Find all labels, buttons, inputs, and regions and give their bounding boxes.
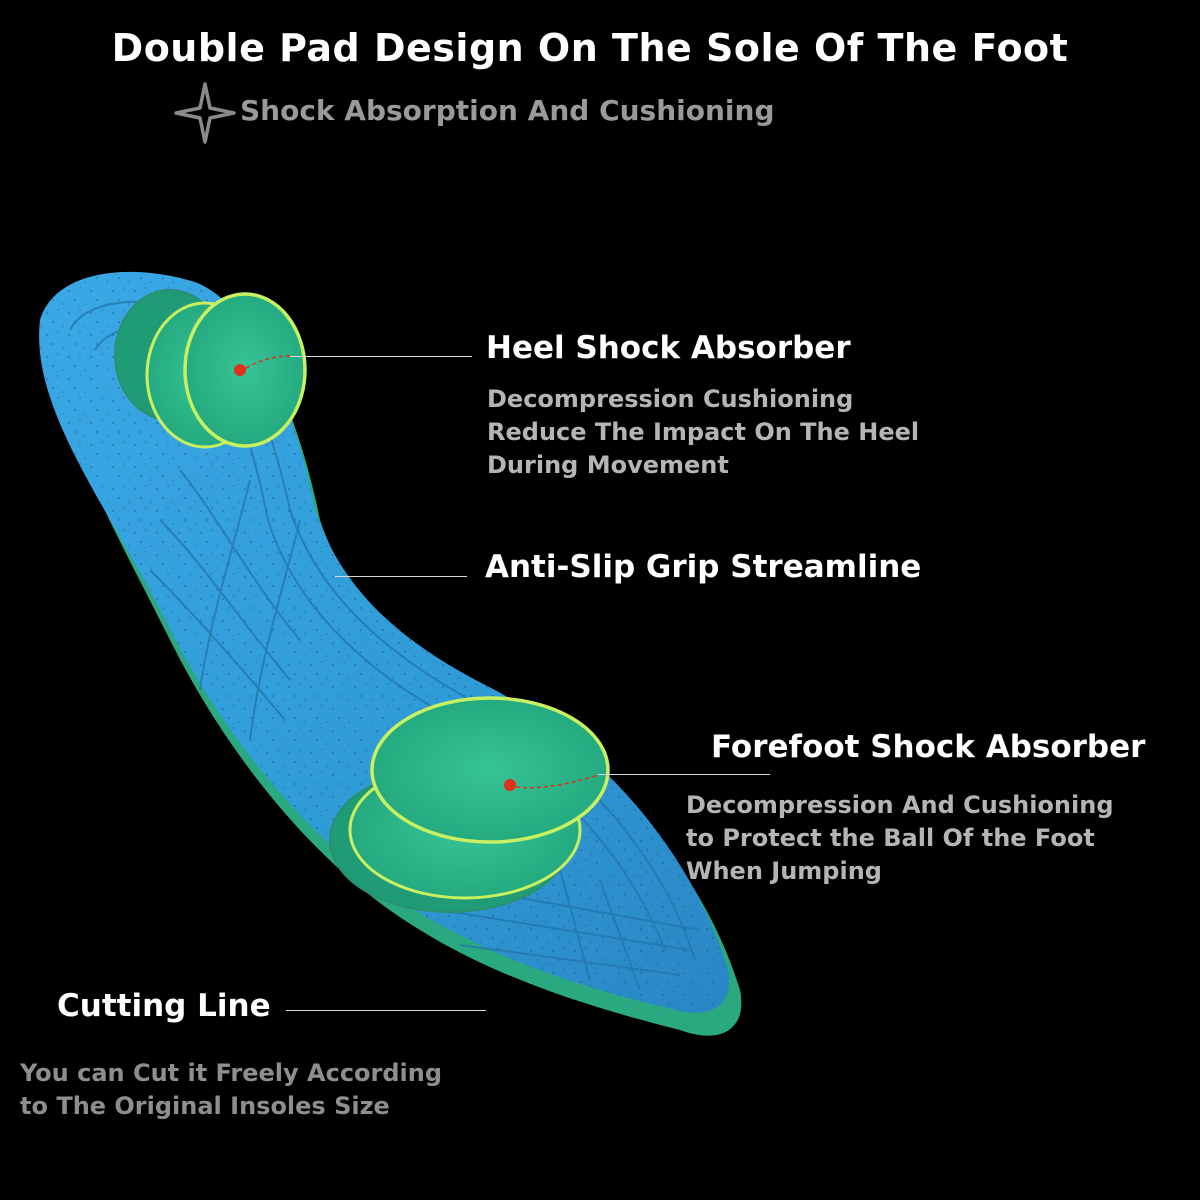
heel-desc-line-3: During Movement (487, 451, 729, 479)
heel-desc-line-1: Decompression Cushioning (487, 385, 854, 413)
heel-desc-line-2: Reduce The Impact On The Heel (487, 418, 920, 446)
forefoot-leader-line (598, 774, 770, 775)
cutting-leader-line (286, 1010, 486, 1011)
forefoot-desc-line-3: When Jumping (686, 857, 882, 885)
forefoot-shock-absorber-heading: Forefoot Shock Absorber (711, 729, 1146, 765)
cutting-desc-line-1: You can Cut it Freely According (20, 1059, 443, 1087)
cutting-desc-line-2: to The Original Insoles Size (20, 1092, 390, 1120)
cutting-line-description: You can Cut it Freely According to The O… (20, 1057, 442, 1123)
forefoot-desc-line-1: Decompression And Cushioning (686, 791, 1114, 819)
heel-pad-stack (114, 289, 307, 449)
page-title: Double Pad Design On The Sole Of The Foo… (111, 26, 1069, 70)
cutting-line-heading: Cutting Line (57, 988, 271, 1024)
forefoot-shock-absorber-description: Decompression And Cushioning to Protect … (686, 789, 1114, 888)
anti-slip-grip-heading: Anti-Slip Grip Streamline (485, 549, 922, 585)
forefoot-pad-stack (329, 696, 610, 913)
forefoot-desc-line-2: to Protect the Ball Of the Foot (686, 824, 1095, 852)
heel-shock-absorber-heading: Heel Shock Absorber (486, 330, 851, 366)
grip-leader-line (335, 576, 467, 577)
heel-shock-absorber-description: Decompression Cushioning Reduce The Impa… (487, 383, 919, 482)
four-point-star-icon (174, 82, 236, 144)
page-subtitle: Shock Absorption And Cushioning (240, 94, 775, 127)
heel-leader-line (290, 356, 472, 357)
